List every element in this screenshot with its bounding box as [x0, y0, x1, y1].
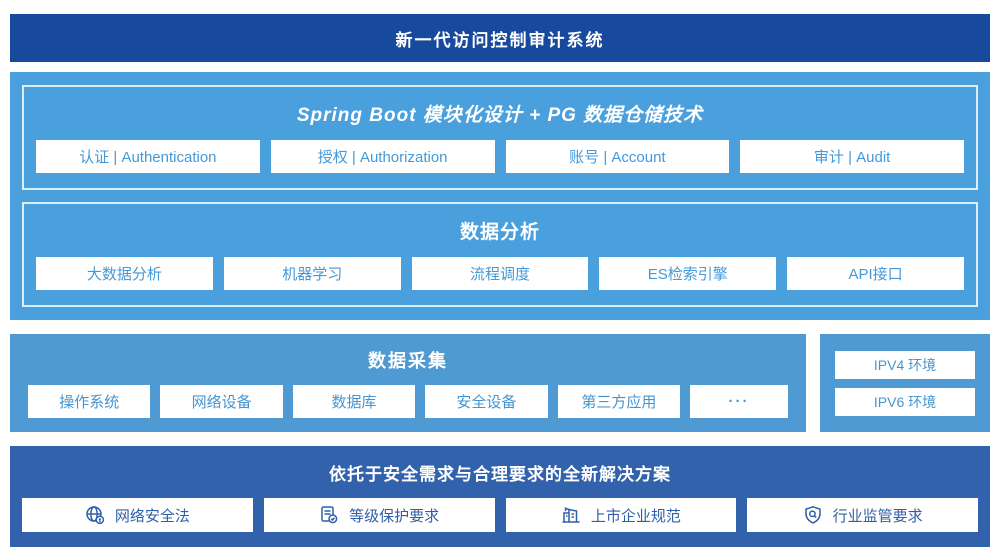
source-database: 数据库: [292, 385, 416, 418]
source-network-device: 网络设备: [160, 385, 283, 418]
page-title: 新一代访问控制审计系统: [395, 30, 605, 50]
collection-section: 数据采集 操作系统 网络设备 数据库 安全设备 第三方应用 ··· IPV4 环…: [10, 334, 990, 432]
solution-row: 网络安全法 等级保护要求: [22, 498, 978, 532]
system-title-banner: 新一代访问控制审计系统: [10, 14, 990, 62]
spring-boot-panel: Spring Boot 模块化设计 + PG 数据仓储技术 认证 | Authe…: [22, 85, 978, 190]
solution-cyber-security-law: 网络安全法: [22, 498, 253, 532]
shield-search-icon: [803, 505, 823, 525]
source-third-party-app: 第三方应用: [557, 385, 681, 418]
module-api-interface: API接口: [787, 257, 964, 290]
document-check-icon: [319, 505, 339, 525]
source-security-device: 安全设备: [425, 385, 548, 418]
globe-network-icon: [85, 505, 105, 525]
module-machine-learning: 机器学习: [223, 257, 401, 290]
ipv4-environment: IPV4 环境: [835, 350, 975, 379]
solution-title: 依托于安全需求与合理要求的全新解决方案: [329, 465, 671, 484]
ip-environment-block: IPV4 环境 IPV6 环境: [820, 334, 990, 432]
data-collection-title: 数据采集: [368, 351, 448, 371]
ipv6-environment: IPV6 环境: [835, 387, 975, 416]
solution-classified-protection: 等级保护要求: [263, 498, 495, 532]
data-source-row: 操作系统 网络设备 数据库 安全设备 第三方应用 ···: [28, 385, 788, 418]
module-audit: 审计 | Audit: [740, 140, 964, 173]
data-analysis-panel-title: 数据分析: [459, 222, 540, 243]
module-workflow-scheduling: 流程调度: [411, 257, 589, 290]
platform-section: Spring Boot 模块化设计 + PG 数据仓储技术 认证 | Authe…: [10, 72, 990, 320]
data-analysis-panel: 数据分析 大数据分析 机器学习 流程调度 ES检索引擎 API接口: [22, 202, 978, 307]
solution-listed-company-standard: 上市企业规范: [505, 498, 737, 532]
module-account: 账号 | Account: [505, 140, 730, 173]
module-es-search-engine: ES检索引擎: [599, 257, 777, 290]
solution-label: 网络安全法: [114, 507, 190, 525]
source-more-ellipsis: ···: [690, 385, 788, 418]
solution-industry-supervision: 行业监管要求: [747, 498, 978, 532]
module-authentication: 认证 | Authentication: [36, 140, 260, 173]
solution-label: 上市企业规范: [590, 507, 681, 525]
source-operating-system: 操作系统: [28, 385, 151, 418]
solution-section: 依托于安全需求与合理要求的全新解决方案 网络安全法: [10, 446, 990, 547]
module-bigdata-analysis: 大数据分析: [36, 257, 213, 290]
module-authorization: 授权 | Authorization: [270, 140, 495, 173]
data-collection-block: 数据采集 操作系统 网络设备 数据库 安全设备 第三方应用 ···: [10, 334, 806, 432]
data-analysis-module-row: 大数据分析 机器学习 流程调度 ES检索引擎 API接口: [36, 257, 964, 290]
spring-boot-module-row: 认证 | Authentication 授权 | Authorization 账…: [36, 140, 964, 173]
solution-label: 行业监管要求: [832, 507, 923, 525]
building-icon: [561, 505, 581, 525]
solution-label: 等级保护要求: [349, 507, 440, 525]
spring-boot-panel-title: Spring Boot 模块化设计 + PG 数据仓储技术: [296, 105, 704, 126]
